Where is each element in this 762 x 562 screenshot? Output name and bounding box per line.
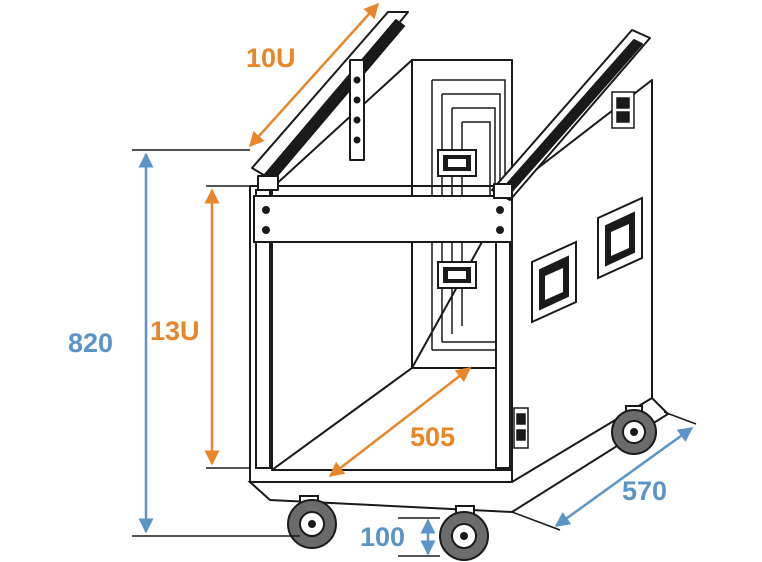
label-front-rack: 13U — [150, 316, 200, 346]
dim-top-rack — [248, 2, 380, 148]
label-height: 820 — [68, 328, 113, 358]
dim-inner-depth — [328, 367, 472, 477]
dim-height — [132, 149, 300, 537]
open-lid-right — [491, 29, 651, 201]
dim-outer-depth — [511, 411, 697, 531]
side-latches — [513, 91, 635, 449]
wheel-front-right — [439, 505, 489, 561]
label-outer-depth: 570 — [622, 476, 667, 506]
dim-wheel-height — [398, 517, 440, 557]
dim-front-rack — [204, 185, 250, 469]
side-handle-left — [531, 240, 577, 324]
front-cross-bar — [253, 195, 513, 243]
back-handle-lower — [437, 261, 477, 289]
back-wall-rails — [431, 79, 506, 351]
front-rack-rails — [255, 189, 511, 469]
side-handle-right — [597, 196, 643, 280]
label-inner-depth: 505 — [410, 422, 455, 452]
label-wheel-height: 100 — [360, 522, 405, 552]
back-handle-upper — [437, 149, 477, 177]
label-top-rack: 10U — [246, 43, 296, 73]
